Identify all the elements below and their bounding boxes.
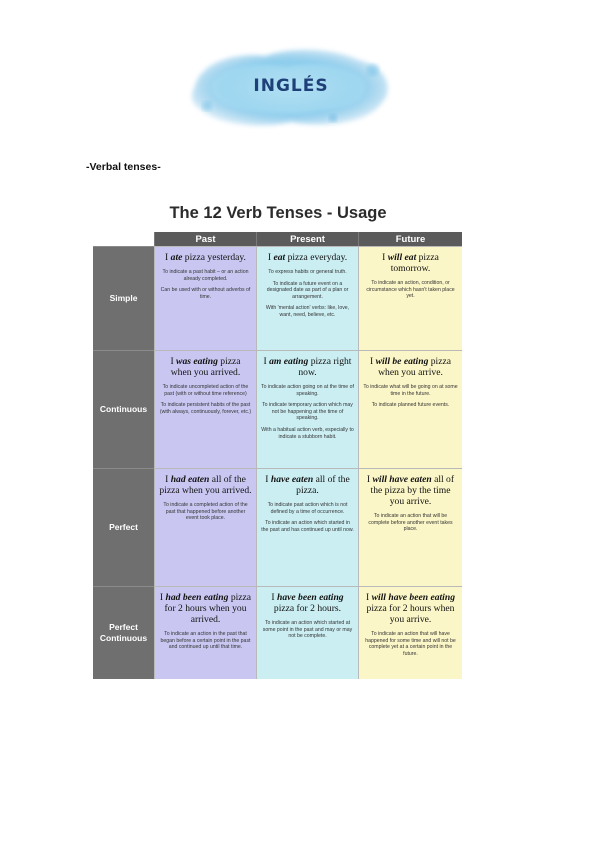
example-rest: all of the pizza when you arrived. bbox=[159, 474, 252, 496]
chart-title: The 12 Verb Tenses - Usage bbox=[169, 204, 387, 222]
example-sentence: I was eating pizza when you arrived. bbox=[159, 356, 252, 378]
usage-note: To indicate an action which started in t… bbox=[261, 520, 354, 533]
usage-note: With a habitual action verb, especially … bbox=[261, 426, 354, 440]
example-rest: pizza when you arrive. bbox=[378, 356, 451, 378]
example-sentence: I eat pizza everyday. bbox=[261, 252, 354, 263]
usage-note: To indicate an action, condition, or cir… bbox=[366, 280, 455, 300]
example-verb: will be eating bbox=[375, 356, 429, 367]
row-header: Perfect Continuous bbox=[93, 586, 154, 679]
usage-note: To express habits or general truth. bbox=[268, 269, 347, 275]
usage-note: To indicate persistent habits of the pas… bbox=[159, 402, 252, 415]
usage-note: Can be used with or without adverbs of t… bbox=[160, 287, 251, 300]
example-subject: I bbox=[365, 592, 372, 603]
example-rest: pizza yesterday. bbox=[182, 252, 246, 263]
example-subject: I bbox=[165, 252, 171, 263]
usage-note: To indicate an action that will be compl… bbox=[368, 513, 453, 533]
usage-note: To indicate past action which is not def… bbox=[267, 502, 348, 515]
example-sentence: I will be eating pizza when you arrive. bbox=[363, 356, 458, 378]
column-header-present: Present bbox=[256, 232, 358, 246]
usage-note: With 'mental action' verbs: like, love, … bbox=[265, 305, 350, 318]
row-header: Continuous bbox=[93, 350, 154, 468]
example-rest: pizza for 2 hours when you arrived. bbox=[164, 592, 252, 625]
tense-cell-past: I was eating pizza when you arrived. To i… bbox=[154, 350, 256, 468]
example-verb: will eat bbox=[387, 252, 417, 263]
example-verb: ate bbox=[170, 252, 183, 263]
example-rest: all of the pizza. bbox=[296, 474, 350, 496]
section-subtitle: -Verbal tenses- bbox=[86, 161, 161, 173]
example-rest: pizza everyday. bbox=[285, 252, 348, 263]
tense-cell-present: I eat pizza everyday. To express habits o… bbox=[256, 246, 358, 350]
example-rest: pizza when you arrived. bbox=[170, 356, 241, 378]
example-subject: I bbox=[267, 252, 274, 263]
example-subject: I bbox=[263, 356, 270, 367]
tense-cell-present: I am eating pizza right now. To indicate … bbox=[256, 350, 358, 468]
watercolor-splash-icon bbox=[191, 49, 388, 126]
tense-cell-future: I will have been eating pizza for 2 hour… bbox=[358, 586, 462, 679]
example-sentence: I am eating pizza right now. bbox=[261, 356, 354, 378]
example-verb: will have eaten bbox=[372, 474, 432, 485]
example-sentence: I had been eating pizza for 2 hours when… bbox=[159, 592, 252, 625]
tense-cell-future: I will be eating pizza when you arrive. T… bbox=[358, 350, 462, 468]
usage-note: To indicate action going on at the time … bbox=[261, 384, 354, 397]
example-verb: eat bbox=[273, 252, 286, 263]
row-header: Perfect bbox=[93, 468, 154, 586]
example-rest: all of the pizza by the time you arrive. bbox=[370, 474, 455, 507]
example-verb: had eaten bbox=[170, 474, 210, 485]
example-subject: I bbox=[366, 474, 373, 485]
tense-cell-past: I had eaten all of the pizza when you ar… bbox=[154, 468, 256, 586]
watercolor-banner: INGLÉS bbox=[183, 40, 399, 132]
example-subject: I bbox=[165, 474, 171, 485]
banner-title: INGLÉS bbox=[253, 76, 329, 96]
example-subject: I bbox=[370, 356, 376, 367]
example-sentence: I will have been eating pizza for 2 hour… bbox=[363, 592, 458, 625]
table-corner bbox=[93, 232, 154, 246]
example-verb: am eating bbox=[269, 356, 309, 367]
row-header: Simple bbox=[93, 246, 154, 350]
example-verb: have been eating bbox=[276, 592, 344, 603]
example-sentence: I have been eating pizza for 2 hours. bbox=[261, 592, 354, 614]
tense-cell-past: I had been eating pizza for 2 hours when… bbox=[154, 586, 256, 679]
usage-note: To indicate an action in the past that b… bbox=[160, 631, 251, 651]
usage-note: To indicate a completed action of the pa… bbox=[163, 502, 248, 522]
example-rest: pizza for 2 hours when you arrive. bbox=[366, 603, 455, 625]
example-subject: I bbox=[265, 474, 271, 485]
example-rest: pizza right now. bbox=[298, 356, 352, 378]
example-sentence: I will eat pizza tomorrow. bbox=[363, 252, 458, 274]
tense-cell-present: I have eaten all of the pizza. To indicat… bbox=[256, 468, 358, 586]
example-verb: was eating bbox=[176, 356, 218, 367]
example-sentence: I will have eaten all of the pizza by th… bbox=[363, 474, 458, 507]
tense-cell-present: I have been eating pizza for 2 hours. To … bbox=[256, 586, 358, 679]
usage-note: To indicate what will be going on at som… bbox=[363, 384, 458, 397]
usage-note: To indicate planned future events. bbox=[371, 402, 450, 409]
usage-note: To indicate an action that will have hap… bbox=[365, 631, 456, 657]
column-header-past: Past bbox=[154, 232, 256, 246]
example-verb: have eaten bbox=[270, 474, 314, 485]
example-sentence: I had eaten all of the pizza when you ar… bbox=[159, 474, 252, 496]
example-sentence: I ate pizza yesterday. bbox=[159, 252, 252, 263]
example-subject: I bbox=[382, 252, 388, 263]
usage-note: To indicate uncompleted action of the pa… bbox=[162, 384, 249, 397]
usage-note: To indicate an action which started at s… bbox=[262, 620, 353, 640]
tense-cell-future: I will eat pizza tomorrow. To indicate an… bbox=[358, 246, 462, 350]
column-header-future: Future bbox=[358, 232, 462, 246]
tense-cell-future: I will have eaten all of the pizza by th… bbox=[358, 468, 462, 586]
usage-note: To indicate temporary action which may n… bbox=[262, 402, 353, 422]
example-verb: will have been eating bbox=[371, 592, 455, 603]
example-sentence: I have eaten all of the pizza. bbox=[261, 474, 354, 496]
example-subject: I bbox=[271, 592, 277, 603]
example-subject: I bbox=[159, 592, 166, 603]
example-verb: had been eating bbox=[165, 592, 229, 603]
example-subject: I bbox=[170, 356, 177, 367]
example-rest: pizza tomorrow. bbox=[390, 252, 439, 274]
usage-note: To indicate a past habit – or an action … bbox=[162, 269, 249, 282]
example-rest: pizza for 2 hours. bbox=[273, 603, 342, 614]
usage-note: To indicate a future event on a designat… bbox=[266, 280, 349, 300]
tense-cell-past: I ate pizza yesterday. To indicate a past… bbox=[154, 246, 256, 350]
